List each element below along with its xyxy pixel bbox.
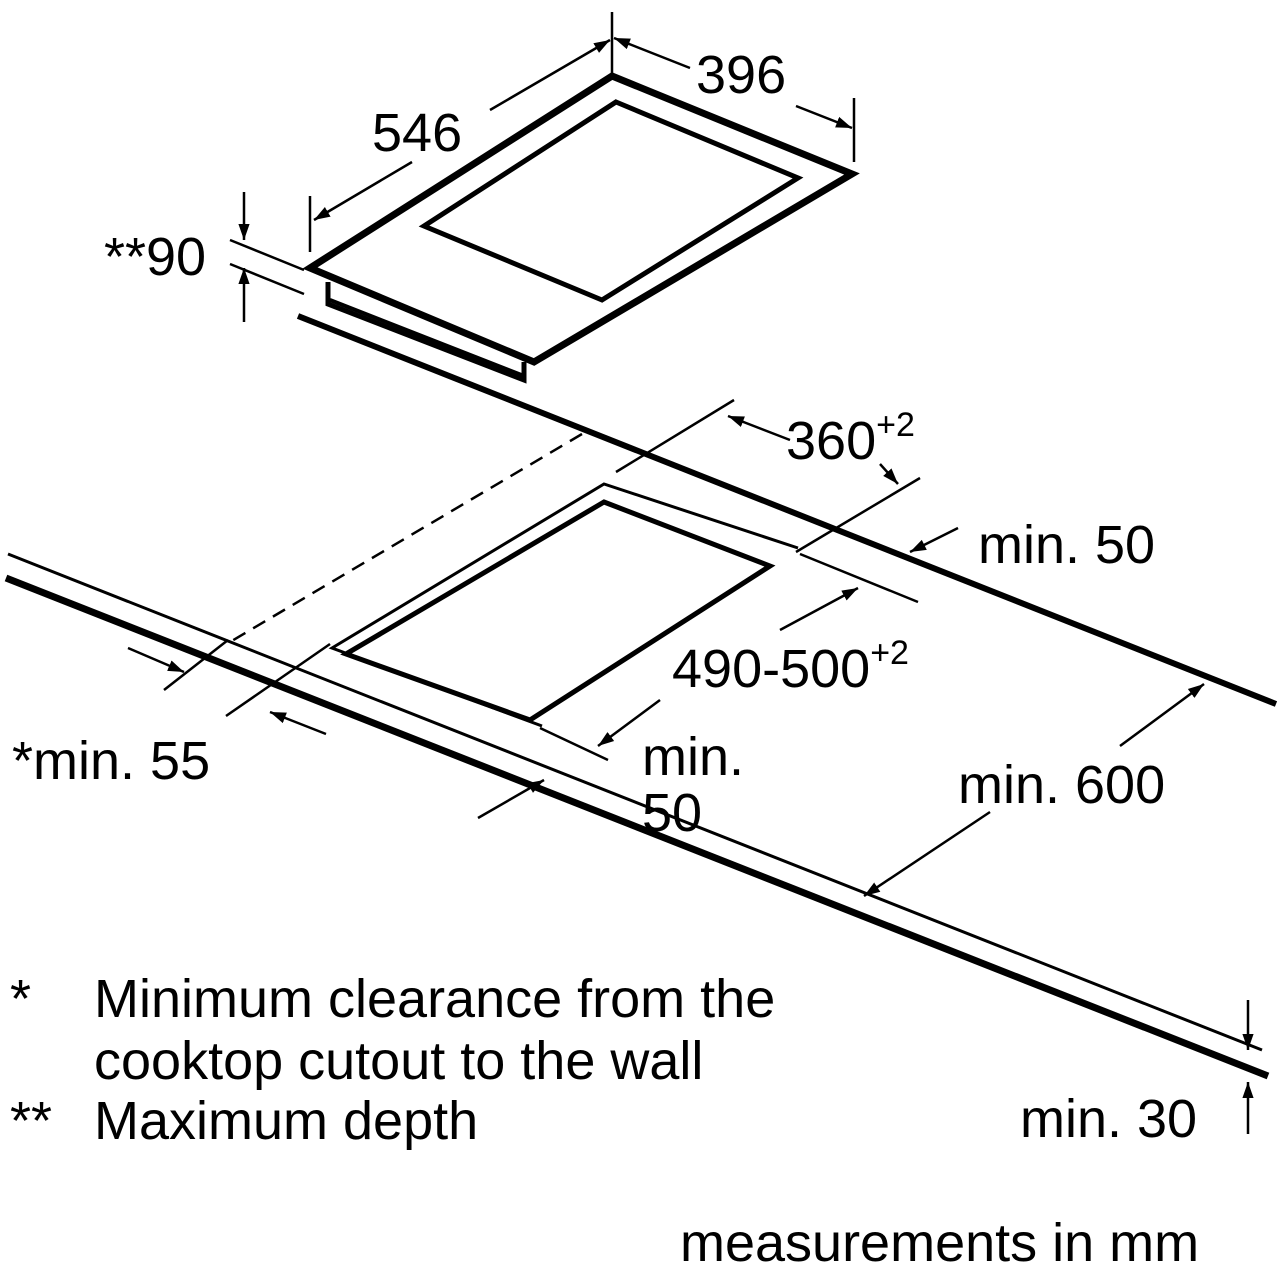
cooktop-body-side [325,282,527,384]
label-396: 396 [696,45,787,105]
note-2-line1: Maximum depth [94,1091,479,1151]
label-min-30: min. 30 [1020,1089,1198,1149]
cooktop-outline [302,72,860,366]
dimension-360 [615,398,921,554]
dimension-90 [229,192,305,322]
label-360-base: 360 [786,411,877,471]
dimension-546 [308,38,611,252]
cooktop-glass-inner [418,99,804,303]
label-490-500-tolerance: +2 [870,634,909,672]
label-min-600: min. 600 [958,755,1166,815]
note-1-line1: Minimum clearance from the [94,969,776,1029]
note-2-marker: ** [10,1091,53,1151]
dimension-490-500 [539,586,859,762]
label-360: 360+2 [786,408,915,471]
note-1-marker: * [10,969,32,1029]
label-min-front-1: min. [642,727,745,787]
label-490-500: 490-500+2 [672,636,909,699]
cutout [229,432,799,728]
countertop-front-bottom-edge [4,574,1270,1080]
dimension-min-55 [127,639,331,736]
label-min-50-back: min. 50 [978,515,1156,575]
dimension-min-50-front [477,778,545,820]
label-min-55: *min. 55 [12,731,211,791]
label-90: **90 [104,227,207,287]
countertop [4,313,1278,1080]
dimension-min-50-back [799,526,959,604]
label-546: 546 [372,103,463,163]
dimension-396 [610,12,856,162]
note-1-line2: cooktop cutout to the wall [94,1031,704,1091]
countertop-front-top-edge [7,552,1263,1052]
wall-dashed-line [229,432,583,644]
label-490-500-base: 490-500 [672,639,871,699]
label-360-tolerance: +2 [876,406,915,444]
footer-units: measurements in mm [680,1213,1200,1273]
cooktop [302,72,860,384]
label-min-front-2: 50 [642,783,703,843]
cutout-inner [340,499,776,723]
countertop-back-edge [296,313,1278,707]
cooktop-body-bottom [329,298,525,378]
dimension-min-600 [863,682,1205,898]
